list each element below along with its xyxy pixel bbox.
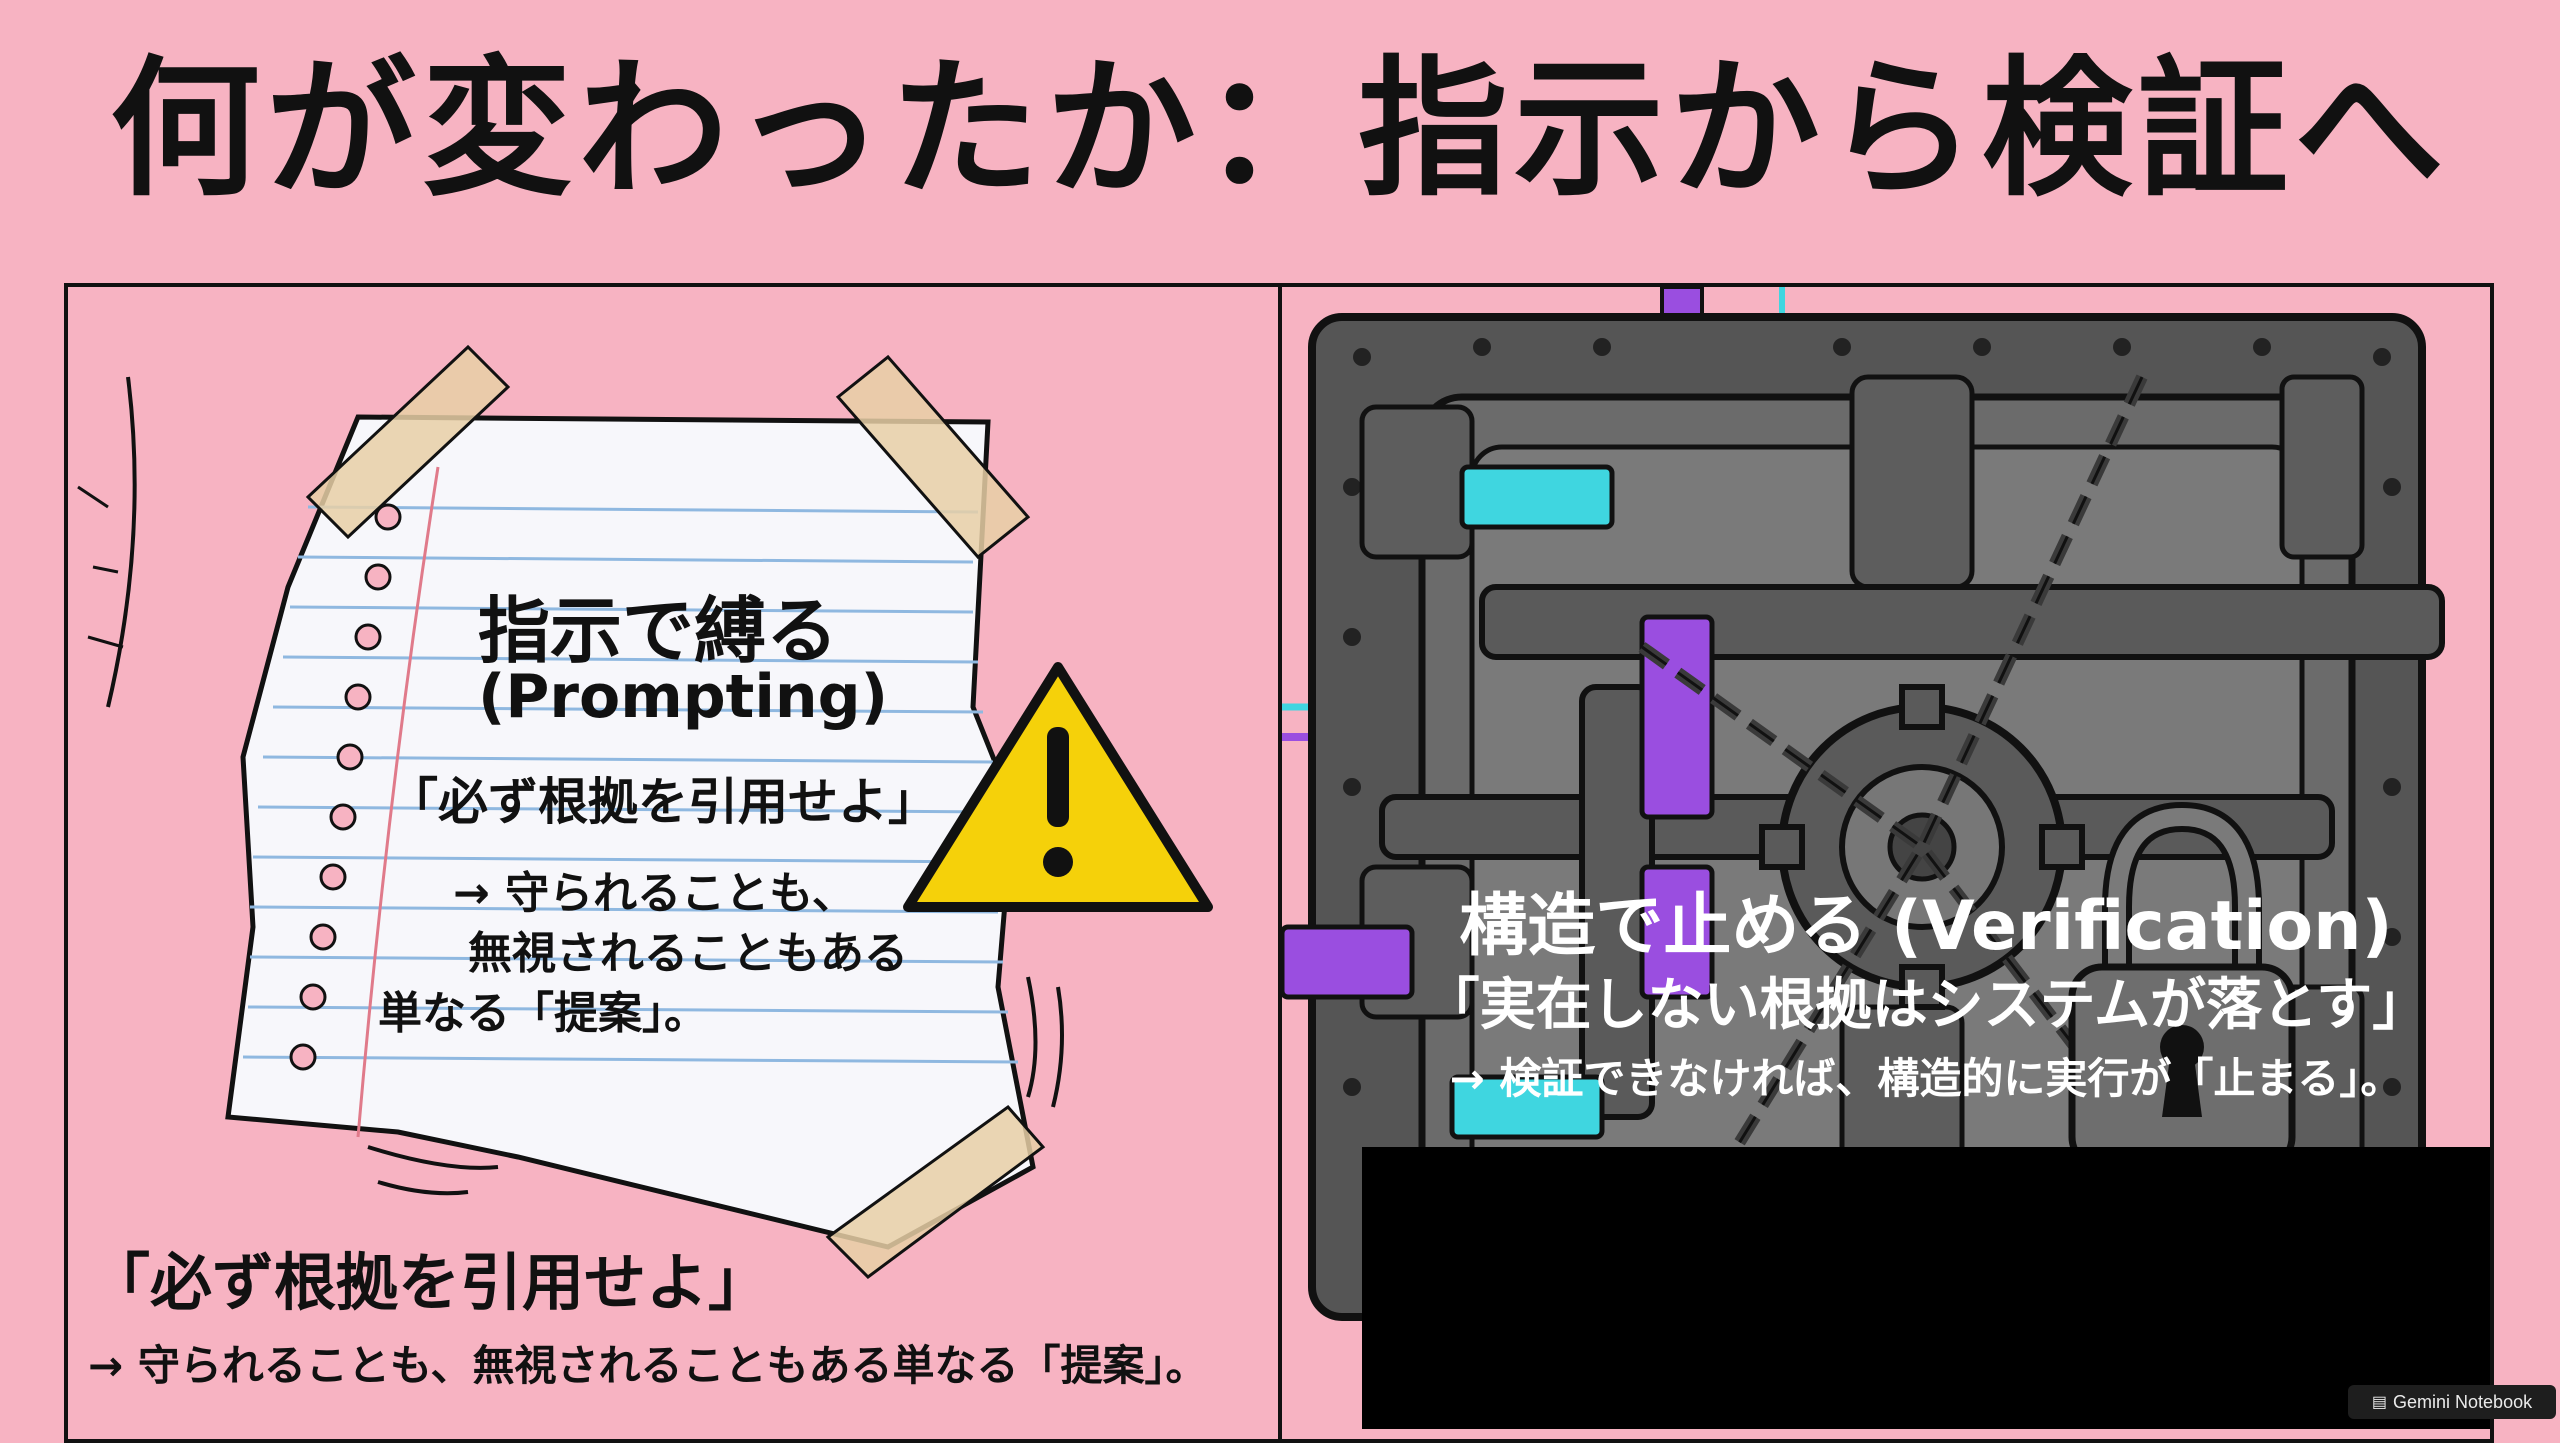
purple-panel-2 [1639,864,1715,1000]
note-body-line-1: → 守られることも、 [453,868,856,919]
paper-sheet [225,414,1036,1250]
prompting-caption-title: 「必ず根拠を引用せよ」 [88,1246,771,1319]
panel-divider [1278,283,1282,1443]
verification-caption-quote: 「実在しない根拠はシステムが落とす」 [1423,973,2429,1038]
note-body-line-2: 無視されることもある [468,928,908,979]
notebook-icon: ▤ [2371,1394,2388,1411]
prompting-panel: 指示で縛る (Prompting) 「必ず根拠を引用せよ」 → 守られることも、… [68,287,1278,1429]
cyan-panel-1 [1459,464,1615,530]
verification-caption-box [1362,1147,2490,1429]
prompting-illustration [77,344,1213,1279]
note-quote: 「必ず根拠を引用せよ」 [388,773,938,831]
note-body-line-3: 単なる「提案」。 [378,988,708,1039]
tape-top-right [835,354,1031,560]
gemini-notebook-badge: ▤ Gemini Notebook [2348,1385,2556,1419]
verification-caption-title: 構造で止める (Verification) [1459,887,2393,966]
verification-panel [1282,287,2490,1429]
tape-bottom-right [825,1104,1046,1279]
note-heading: 指示で縛る [478,589,839,673]
vault-illustration [1282,287,2445,1321]
note-subheading: (Prompting) [478,662,889,732]
warning-icon [903,662,1213,912]
purple-panel-3 [1282,924,1415,1000]
purple-panel-1 [1639,614,1715,820]
badge-label: Gemini Notebook [2393,1391,2533,1412]
verification-caption-body: → 検証できなければ、構造的に実行が「止まる」。 [1449,1054,2403,1103]
page-title: 何が変わったか：指示から検証へ [109,43,2450,217]
tape-top-left [305,344,511,540]
cyan-panel-2 [1449,1074,1605,1140]
prompting-caption-body: → 守られることも、無視されることもある単なる「提案」。 [88,1341,1208,1390]
